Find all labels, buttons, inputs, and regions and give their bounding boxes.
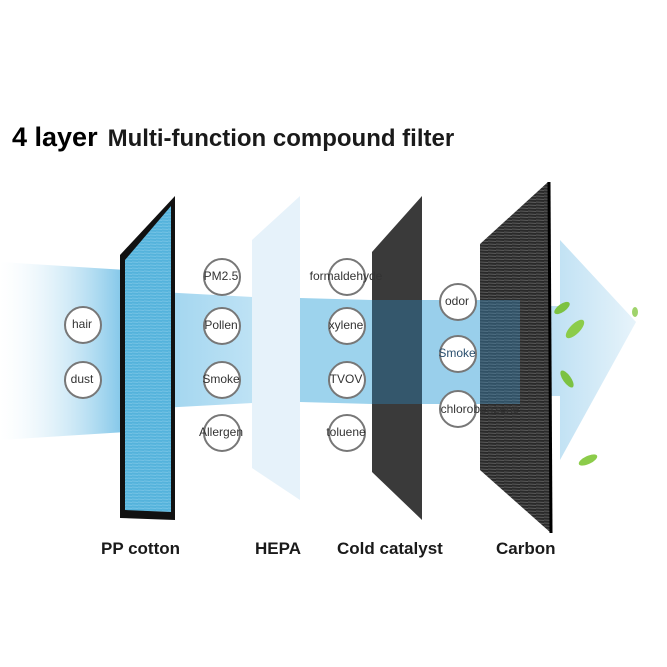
particle-bubble xyxy=(328,414,366,452)
carbon-panel-edge xyxy=(547,181,553,534)
particle-bubble xyxy=(203,361,241,399)
layer-label-hepa: HEPA xyxy=(255,539,301,558)
particle-label: chlorobenzene xyxy=(440,402,520,416)
layer-label-pp-cotton: PP cotton xyxy=(101,539,181,558)
cold-catalyst-flow-overlay xyxy=(372,300,422,404)
particle-bubble xyxy=(328,307,366,345)
leaf-icon xyxy=(554,301,570,315)
carbon-panel xyxy=(480,182,551,533)
title-main: 4 layer xyxy=(12,122,98,152)
particle-label: xylene xyxy=(328,318,364,332)
particle-label: odor xyxy=(444,294,470,308)
particle-label: toluene xyxy=(326,425,366,439)
title-subtitle: Multi-function compound filter xyxy=(107,125,455,152)
particle-label: PM2.5 xyxy=(203,269,239,283)
airflow-band-1 xyxy=(160,292,270,408)
leaf-icon xyxy=(632,307,638,317)
particle-label: Pollen xyxy=(204,318,238,332)
particle-label: dust xyxy=(70,372,94,386)
particle-bubble xyxy=(328,258,366,296)
particle-bubble xyxy=(203,258,241,296)
particle-bubble xyxy=(203,307,241,345)
particle-label: Smoke xyxy=(438,346,476,360)
pp-cotton-mesh xyxy=(125,206,171,512)
particle-bubble xyxy=(203,414,241,452)
particle-bubble xyxy=(439,283,477,321)
airflow-incoming xyxy=(0,262,126,440)
particle-bubble xyxy=(328,361,366,399)
diagram-title: 4 layer Multi-function compound filter xyxy=(12,122,454,153)
particle-bubble xyxy=(64,361,102,399)
layer-label-carbon: Carbon xyxy=(496,539,556,558)
particle-label: Allergen xyxy=(198,425,244,439)
particle-bubble xyxy=(439,335,477,373)
particle-label: hair xyxy=(71,317,93,331)
carbon-flow-overlay xyxy=(480,300,520,404)
hepa-panel xyxy=(252,196,300,500)
leaf-icon xyxy=(565,319,585,339)
particle-bubble xyxy=(64,306,102,344)
leaf-icon xyxy=(578,454,598,466)
particle-label: Smoke xyxy=(202,372,240,386)
layer-label-cold-catalyst: Cold catalyst xyxy=(337,539,443,558)
particle-label: TVOV xyxy=(329,372,363,386)
particle-bubble xyxy=(439,390,477,428)
particle-label: formaldehyde xyxy=(309,269,383,283)
leaf-icon xyxy=(560,370,574,388)
airflow-outgoing-arrow xyxy=(520,240,636,460)
